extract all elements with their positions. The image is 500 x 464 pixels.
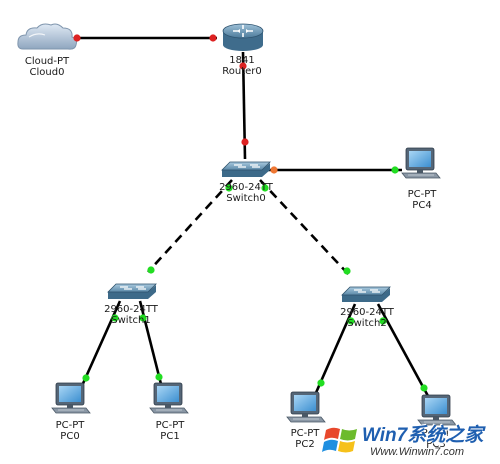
device-label-switch2: 2960-24TT Switch2 — [340, 307, 394, 329]
device-label-pc3: PC-PT PC3 — [422, 428, 451, 450]
link-status-up — [347, 317, 355, 325]
link-status-down — [73, 34, 81, 42]
link-status-pending — [270, 166, 278, 174]
link-status-up — [147, 266, 155, 274]
links-layer — [75, 36, 430, 397]
device-label-pc2: PC-PT PC2 — [291, 428, 320, 450]
link-status-up — [139, 314, 147, 322]
link-switch2-pc3[interactable] — [376, 303, 430, 397]
router-icon[interactable] — [222, 23, 264, 51]
link-status-down — [209, 34, 217, 42]
device-label-pc1: PC-PT PC1 — [156, 420, 185, 442]
link-status-layer — [73, 34, 428, 392]
devices-layer — [17, 23, 457, 426]
link-status-down — [241, 138, 249, 146]
device-type-label: PC-PT — [407, 189, 437, 200]
link-status-up — [379, 317, 387, 325]
device-type-label: Cloud-PT — [24, 56, 70, 67]
device-label-pc0: PC-PT PC0 — [56, 420, 85, 442]
device-name-label: PC1 — [160, 431, 180, 442]
link-status-up — [111, 314, 119, 322]
device-name-label: PC2 — [295, 439, 315, 450]
device-name-label: Switch1 — [111, 315, 151, 326]
watermark-url: Www.Winwin7.com — [370, 446, 465, 458]
link-switch0-switch2[interactable] — [259, 179, 351, 277]
device-name-label: PC0 — [60, 431, 80, 442]
link-status-up — [420, 384, 428, 392]
windows-logo-icon — [322, 427, 357, 453]
pc-icon[interactable] — [51, 382, 91, 414]
device-name-label: Router0 — [222, 66, 262, 77]
link-switch0-switch1[interactable] — [147, 179, 233, 273]
link-status-up — [225, 184, 233, 192]
cloud-icon[interactable] — [17, 23, 77, 50]
switch-icon[interactable] — [221, 161, 271, 177]
device-type-label: 1841 — [229, 55, 255, 66]
device-type-label: 2960-24TT — [219, 182, 273, 193]
device-type-label: PC-PT — [290, 428, 320, 439]
switch-icon[interactable] — [107, 283, 157, 299]
pc-icon[interactable] — [149, 382, 189, 414]
switch-icon[interactable] — [341, 286, 391, 302]
device-label-router0: 1841 Router0 — [222, 55, 262, 77]
device-name-label: Cloud0 — [29, 67, 65, 78]
watermark-brand: Win7系统之家 — [362, 425, 484, 446]
link-status-down — [239, 62, 247, 70]
device-type-label: PC-PT — [55, 420, 85, 431]
link-status-up — [82, 374, 90, 382]
device-label-pc4: PC-PT PC4 — [408, 189, 437, 211]
device-type-label: PC-PT — [155, 420, 185, 431]
pc-icon[interactable] — [401, 147, 441, 179]
link-status-up — [317, 379, 325, 387]
link-status-up — [343, 267, 351, 275]
device-name-label: PC4 — [412, 200, 432, 211]
device-label-switch1: 2960-24TT Switch1 — [104, 304, 158, 326]
link-status-up — [391, 166, 399, 174]
pc-icon[interactable] — [417, 394, 457, 426]
device-type-label: 2960-24TT — [104, 304, 158, 315]
device-type-label: PC-PT — [421, 428, 451, 439]
device-label-switch0: 2960-24TT Switch0 — [219, 182, 273, 204]
device-name-label: Switch0 — [226, 193, 266, 204]
link-status-up — [155, 373, 163, 381]
device-type-label: 2960-24TT — [340, 307, 394, 318]
pc-icon[interactable] — [286, 391, 326, 423]
link-status-up — [261, 184, 269, 192]
device-label-cloud0: Cloud-PT Cloud0 — [25, 56, 69, 78]
watermark: Win7系统之家 Www.Winwin7.com — [318, 410, 500, 464]
device-name-label: PC3 — [426, 439, 446, 450]
device-name-label: Switch2 — [347, 318, 387, 329]
